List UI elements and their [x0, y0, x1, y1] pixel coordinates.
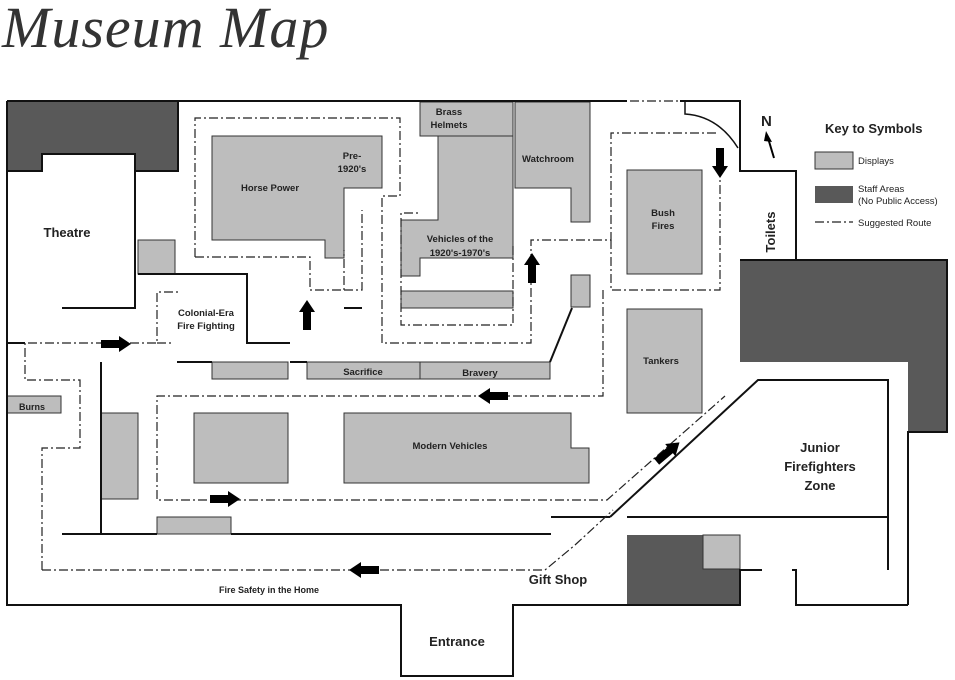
label-pre1920-line1: Pre- [343, 151, 361, 162]
display-brass-helmets [419, 101, 514, 137]
legend-route-label: Suggested Route [858, 218, 931, 229]
north-arrow-icon [764, 131, 775, 159]
label-tankers: Tankers [643, 356, 679, 367]
label-bush-line2: Fires [652, 221, 675, 232]
label-brass-line2: Helmets [431, 120, 468, 131]
display-gift-shop [702, 534, 741, 570]
display-vehicles-base [400, 290, 514, 309]
legend: Key to Symbols Displays Staff Areas (No … [814, 121, 938, 229]
label-junior-line3: Zone [804, 478, 835, 493]
display-horse-power [211, 135, 383, 259]
display-bush-fires [626, 169, 703, 275]
display-sacrifice-left [211, 361, 289, 380]
arrow-right-icon [210, 491, 240, 507]
arrow-right-icon [101, 336, 131, 352]
staff-area-right [740, 260, 947, 432]
legend-title: Key to Symbols [825, 121, 923, 136]
arrow-down-icon [712, 148, 728, 178]
label-watchroom: Watchroom [522, 154, 574, 165]
display-bottom-bench [156, 516, 232, 535]
label-burns: Burns [19, 402, 45, 412]
display-left-tall [100, 412, 139, 500]
label-fire-safety: Fire Safety in the Home [219, 585, 319, 595]
display-tankers [626, 308, 703, 414]
label-sacrifice: Sacrifice [343, 367, 383, 378]
label-modern-vehicles: Modern Vehicles [413, 441, 488, 452]
map-labels: Theatre Toilets Entrance Gift Shop Junio… [19, 107, 856, 649]
walls [6, 100, 948, 677]
suggested-route [24, 100, 726, 571]
label-pre1920-line2: 1920's [338, 164, 367, 175]
label-bush-line1: Bush [651, 208, 675, 219]
arrow-up-icon [299, 300, 315, 330]
label-bravery: Bravery [462, 368, 498, 379]
label-gift-shop: Gift Shop [529, 572, 588, 587]
display-center-square [193, 412, 289, 484]
display-theatre-side [137, 239, 176, 275]
legend-staff-label: Staff Areas [858, 184, 905, 195]
label-horse-power: Horse Power [241, 183, 299, 194]
legend-display-swatch [814, 151, 854, 170]
label-vehicles-line2: 1920's-1970's [430, 248, 491, 259]
legend-staff-note: (No Public Access) [858, 196, 938, 207]
display-small-right [570, 274, 591, 308]
display-modern-vehicles [343, 412, 590, 484]
legend-displays-label: Displays [858, 156, 894, 167]
label-colonial-line2: Fire Fighting [177, 321, 235, 332]
north-label: N [761, 113, 772, 130]
arrow-left-icon [349, 562, 379, 578]
arrow-left-icon [478, 388, 508, 404]
arrow-up-icon [524, 253, 540, 283]
label-colonial-line1: Colonial-Era [178, 308, 235, 319]
display-blocks [6, 101, 741, 570]
label-theatre: Theatre [44, 225, 91, 240]
label-junior-line2: Firefighters [784, 459, 856, 474]
label-toilets: Toilets [763, 212, 778, 253]
map-title: Museum Map [2, 0, 330, 60]
display-vehicles-1920s-1970s [400, 135, 514, 277]
display-bravery [419, 361, 551, 380]
legend-staff-swatch [815, 186, 853, 203]
label-junior-line1: Junior [800, 440, 840, 455]
label-vehicles-line1: Vehicles of the [427, 234, 494, 245]
compass: N [761, 113, 775, 159]
label-entrance: Entrance [429, 634, 485, 649]
staff-area-top-left [7, 101, 178, 171]
label-brass-line1: Brass [436, 107, 462, 118]
